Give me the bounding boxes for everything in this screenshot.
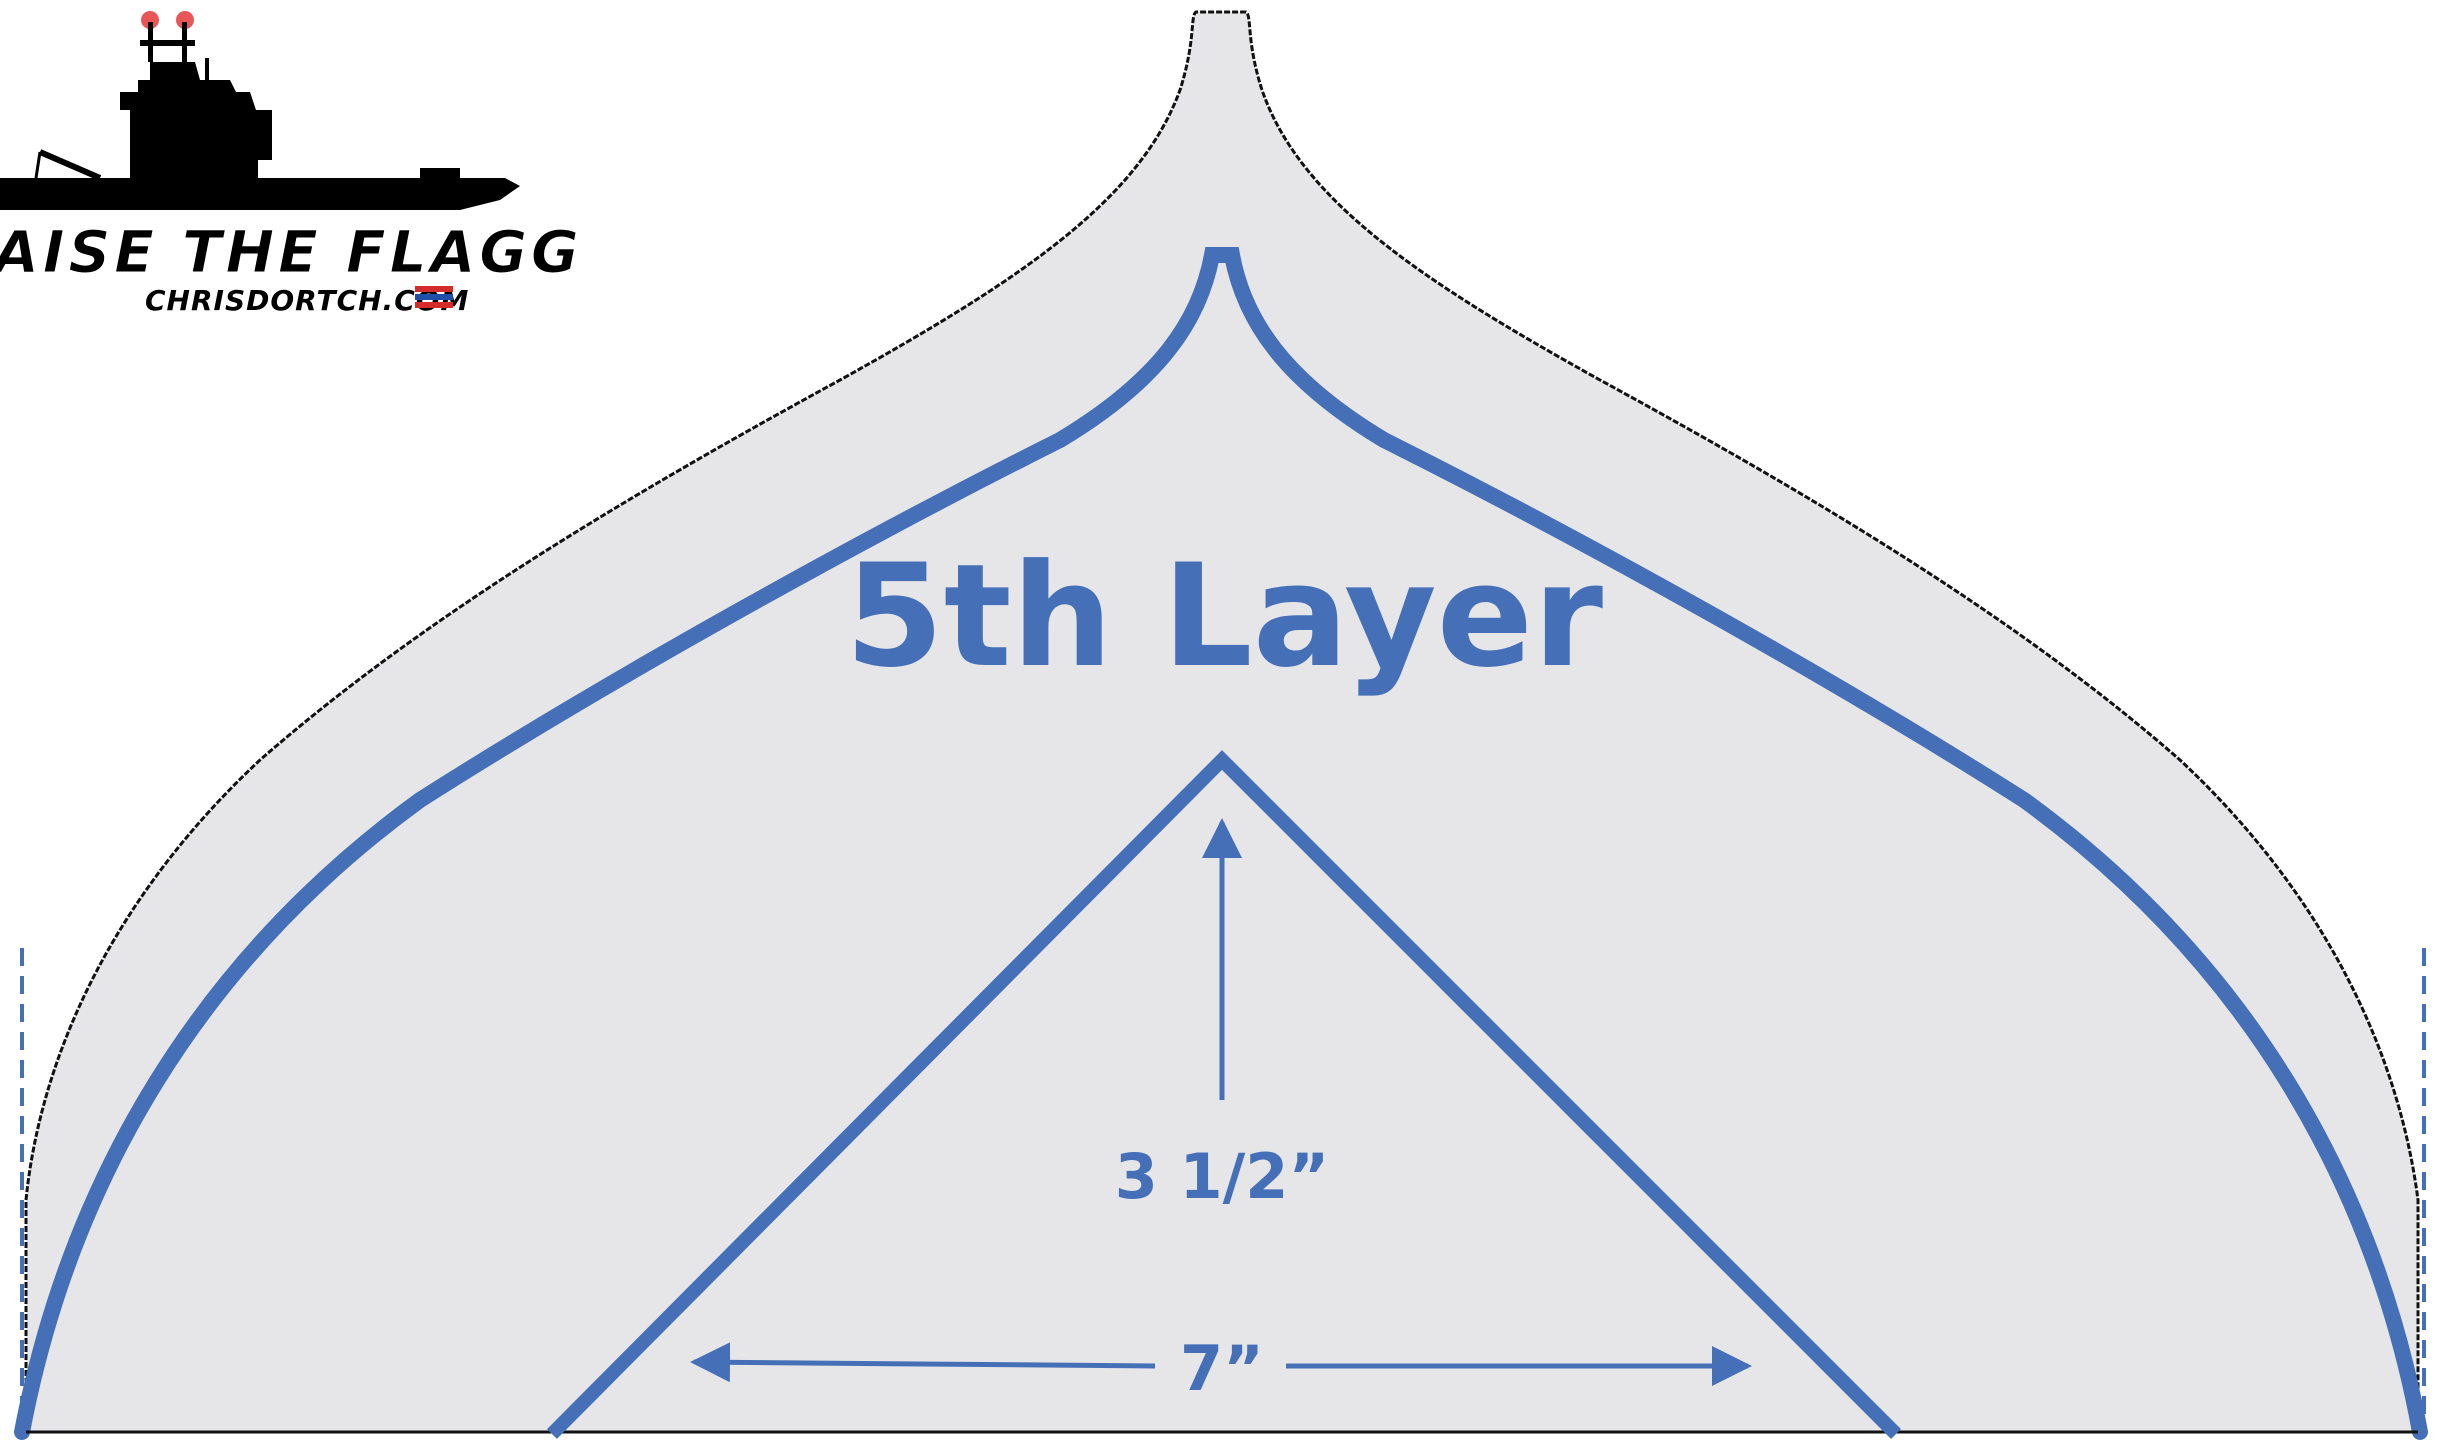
logo-subtitle: CHRISDORTCH.COM: [145, 284, 469, 317]
logo-title: AISE THE FLAGG: [0, 218, 583, 286]
inner-seam-curve: [14, 247, 2428, 1440]
pattern-outline: [24, 10, 2420, 1434]
raise-the-flagg-logo: AISE THE FLAGG CHRISDORTCH.COM: [0, 11, 583, 317]
layer-title: 5th Layer: [845, 534, 1603, 699]
width-arrow-left: [690, 1342, 1156, 1383]
height-label: 3 1/2”: [1115, 1140, 1329, 1213]
measurement-triangle: [547, 750, 1901, 1439]
aircraft-carrier-silhouette-icon: [0, 11, 520, 210]
flag-stripes-icon: [415, 286, 453, 308]
width-label: 7”: [1180, 1332, 1264, 1405]
